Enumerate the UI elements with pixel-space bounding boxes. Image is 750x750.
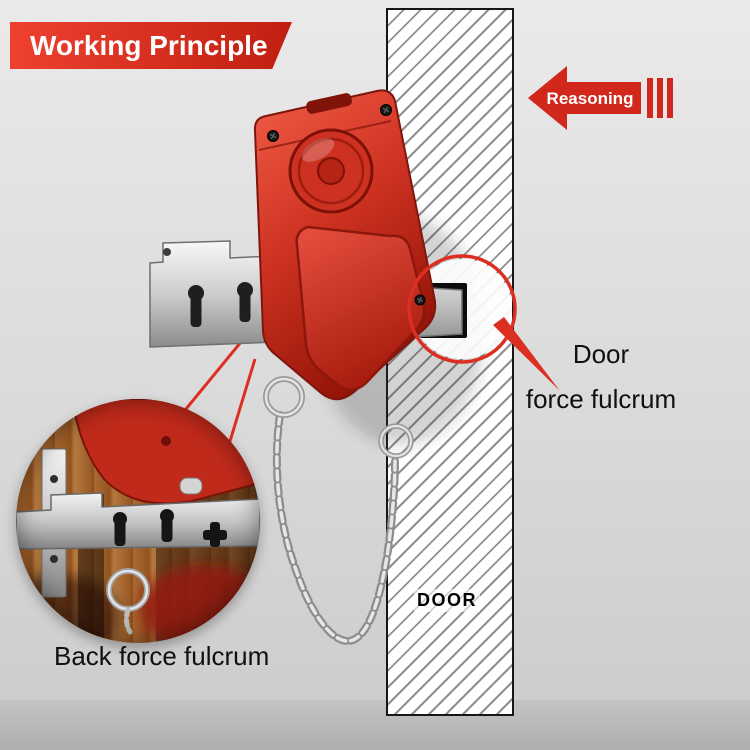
lock-body-detail [70,399,260,505]
title-banner-background [10,22,292,69]
key-ring-detail [106,568,150,635]
slide-knob-detail [179,477,203,495]
key-ring-left [263,376,305,418]
callout-pointer [493,317,560,391]
motion-bars-icon [647,78,673,118]
security-chain [272,411,399,645]
lock-front-panel [295,225,426,391]
reasoning-arrow-label: Reasoning [546,89,634,108]
left-arrow-icon [528,66,641,130]
portable-lock-device [253,89,437,401]
door-label: DOOR [414,589,480,612]
lock-top-slot [306,93,353,114]
latch-plate-detail [16,477,260,550]
latch-slots-detail [113,509,227,547]
reasoning-left-arrow [528,66,673,130]
door-fulcrum-annotation: Door force fulcrum [496,341,706,412]
floor-shadow-band [0,700,750,750]
back-fulcrum-annotation: Back force fulcrum [54,641,270,671]
inset-artwork [16,399,260,643]
highlight-circle [407,254,517,364]
lock-screws [267,104,426,306]
title-banner: Working Principle [10,22,292,69]
key-ring-right [378,423,414,459]
page-title: Working Principle [30,30,268,61]
lock-cap-dial [288,128,374,214]
door-fulcrum-line2: force fulcrum [525,384,677,414]
magnified-inset [16,399,260,643]
door-fulcrum-line1: Door [572,339,630,369]
screw-detail [161,436,171,446]
